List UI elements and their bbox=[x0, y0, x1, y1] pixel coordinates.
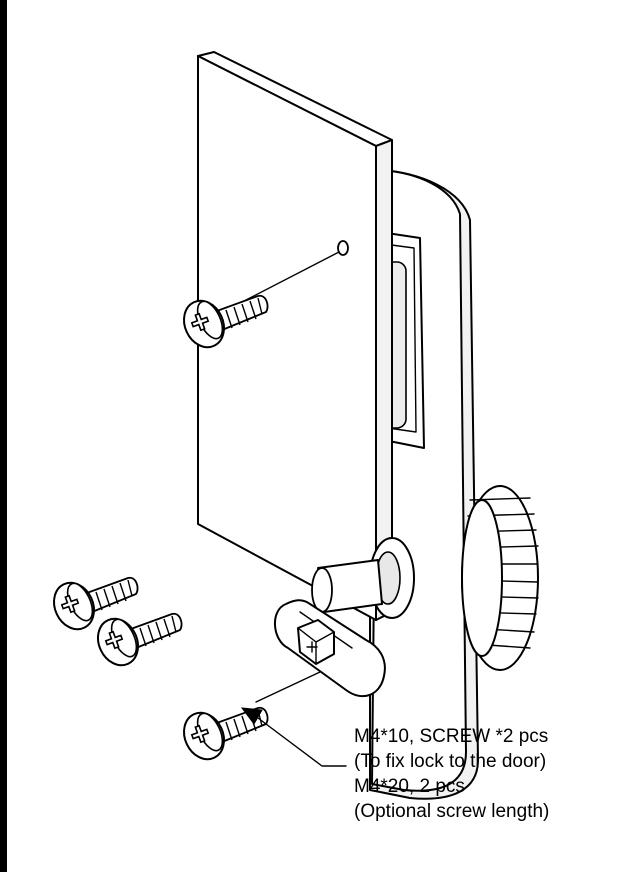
lock-body bbox=[369, 169, 479, 800]
left-border-bar bbox=[0, 0, 7, 872]
screw-annotation: M4*10, SCREW *2 pcs (To fix lock to the … bbox=[354, 724, 634, 824]
annotation-line-2: (To fix lock to the door) bbox=[354, 751, 547, 772]
door-panel bbox=[197, 51, 393, 621]
panel-screw-hole bbox=[337, 240, 349, 256]
annotation-line-3: M4*20, 2 pcs bbox=[354, 776, 465, 797]
leader-arrowhead bbox=[240, 707, 263, 725]
screw-guide-line bbox=[245, 251, 340, 301]
screw-left-lower bbox=[89, 611, 183, 673]
annotation-line-4: (Optional screw length) bbox=[354, 801, 550, 822]
rotary-knob bbox=[461, 485, 539, 671]
annotation-leader bbox=[240, 707, 347, 767]
cam-assembly bbox=[273, 537, 415, 698]
bottom-screw-guide-line bbox=[255, 671, 321, 703]
annotation-line-1: M4*10, SCREW *2 pcs bbox=[354, 726, 549, 747]
